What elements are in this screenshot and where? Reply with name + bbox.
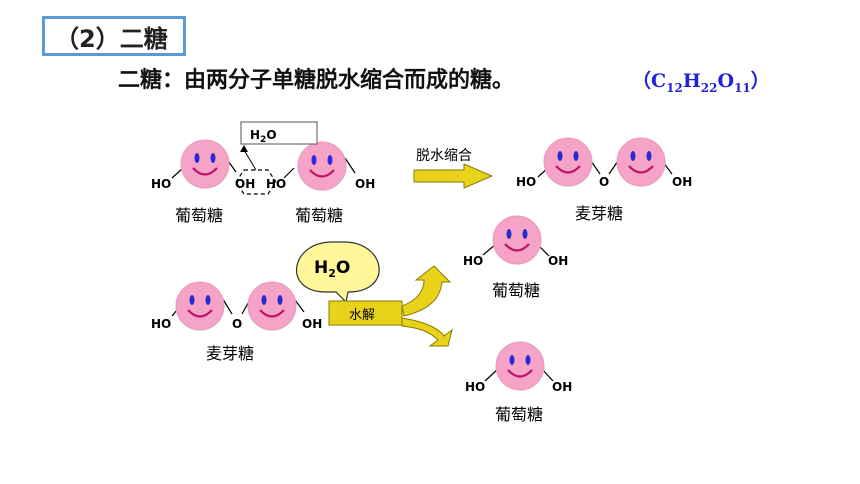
removed-water-outline	[235, 169, 277, 195]
oh-label: OH	[548, 254, 568, 268]
glucose-hydrolysis-product-1: HO OH 葡萄糖	[463, 214, 568, 300]
ho-label: HO	[266, 177, 286, 191]
maltose-product: HO O OH 麦芽糖	[516, 136, 692, 223]
glucose-left: HO OH 葡萄糖	[151, 138, 255, 225]
ho-label: HO	[463, 254, 483, 268]
molecular-formula: （C12H22O11）	[632, 66, 770, 95]
pointer-head	[240, 145, 248, 152]
section-title-text: （2）二糖	[55, 24, 168, 53]
maltose-label: 麦芽糖	[575, 204, 623, 223]
dehydration-arrow	[413, 163, 494, 189]
ho-label: HO	[151, 177, 171, 191]
water-bubble: H2O	[296, 241, 380, 304]
water-bubble-label: H2O	[314, 258, 350, 280]
glucose-hydrolysis-product-2: HO OH 葡萄糖	[465, 340, 572, 424]
hydrolysis-label: 水解	[349, 308, 375, 323]
dehydration-label: 脱水缩合	[416, 148, 472, 164]
water-box	[240, 121, 318, 145]
ho-label: HO	[151, 317, 171, 331]
section-title: （2）二糖	[42, 16, 186, 56]
oh-label: OH	[355, 177, 375, 191]
water-box-label: H2O	[250, 128, 277, 145]
glucose-right: HO OH 葡萄糖	[266, 140, 375, 225]
oh-label: OH	[302, 317, 322, 331]
water-pointer	[243, 149, 257, 171]
oh-label: OH	[672, 175, 692, 189]
formula-o: O	[717, 70, 735, 92]
oh-label: OH	[552, 380, 572, 394]
glucose-label: 葡萄糖	[492, 281, 540, 300]
maltose-reactant: HO O OH 麦芽糖	[151, 280, 322, 363]
formula-c: C	[651, 70, 667, 92]
formula-h: H	[682, 70, 701, 92]
glucose-label: 葡萄糖	[495, 405, 543, 424]
formula-paren-open: （	[632, 70, 652, 92]
ho-label: HO	[465, 380, 485, 394]
ho-label: HO	[516, 175, 536, 189]
definition-text: 二糖：由两分子单糖脱水缩合而成的糖。	[118, 68, 515, 93]
formula-paren-close: ）	[750, 70, 770, 92]
formula-o-count: 11	[734, 80, 751, 95]
glucose-label: 葡萄糖	[175, 206, 223, 225]
formula-c-count: 12	[666, 80, 683, 95]
formula-h-count: 22	[700, 80, 718, 95]
maltose-label: 麦芽糖	[206, 344, 254, 363]
glycosidic-o-label: O	[599, 175, 609, 189]
glycosidic-o-label: O	[232, 317, 242, 331]
hydrolysis-arrow: 水解	[328, 265, 453, 347]
glucose-label: 葡萄糖	[295, 206, 343, 225]
